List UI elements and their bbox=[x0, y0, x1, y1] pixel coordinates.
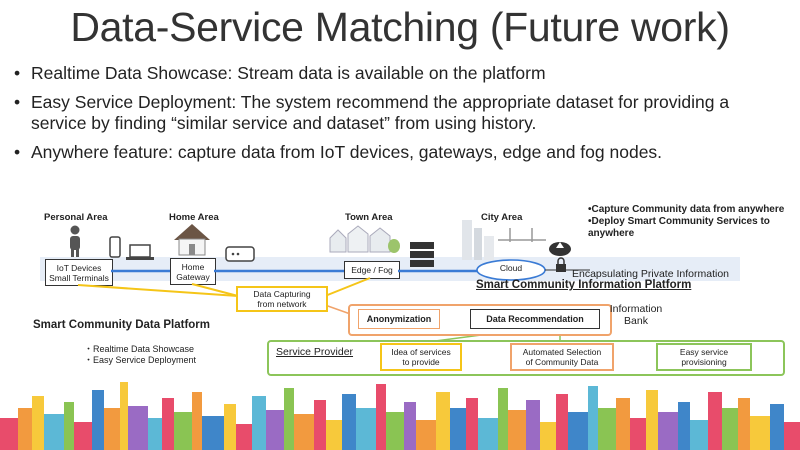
idea-of-services-box: Idea of services to provide bbox=[380, 343, 462, 371]
bullet-text: Easy Service Deployment: The system reco… bbox=[31, 92, 730, 133]
information-bank-label-1: Information bbox=[609, 303, 663, 315]
information-bank-label: Information Bank bbox=[606, 303, 666, 327]
edge-fog-label: Edge / Fog bbox=[351, 265, 393, 275]
automated-label-1: Automated Selection bbox=[522, 347, 602, 357]
bullet-list: • Realtime Data Showcase: Stream data is… bbox=[14, 63, 789, 171]
area-label-city: City Area bbox=[481, 212, 523, 223]
skyline-decoration bbox=[0, 382, 800, 450]
platform-features: ・Realtime Data Showcase ・Easy Service De… bbox=[84, 344, 196, 366]
information-bank-label-2: Bank bbox=[624, 315, 648, 327]
laptop-icon bbox=[126, 244, 154, 260]
idea-label-2: to provide bbox=[402, 357, 440, 367]
home-gateway-label-2: Gateway bbox=[176, 271, 210, 282]
bullet-text: Anywhere feature: capture data from IoT … bbox=[31, 142, 663, 162]
router-icon bbox=[225, 246, 255, 262]
lock-icon bbox=[556, 257, 566, 272]
bullet-dot: • bbox=[14, 142, 21, 162]
feature-realtime: ・Realtime Data Showcase bbox=[84, 344, 195, 354]
scd-platform-label: Smart Community Data Platform bbox=[33, 319, 211, 331]
area-label-home: Home Area bbox=[169, 212, 219, 223]
automated-selection-box: Automated Selection of Community Data bbox=[510, 343, 614, 371]
data-capturing-label-2: from network bbox=[257, 299, 307, 309]
encapsulating-label: Encapsulating Private Information bbox=[572, 268, 730, 280]
city-skyline-icon bbox=[462, 220, 546, 260]
service-provider-label: Service Provider bbox=[276, 346, 354, 358]
home-gateway-label-1: Home bbox=[181, 261, 205, 272]
data-recommendation-box: Data Recommendation bbox=[470, 309, 600, 329]
slide-title: Data-Service Matching (Future work) bbox=[70, 4, 730, 50]
area-label-personal: Personal Area bbox=[44, 212, 108, 223]
edge-fog-box: Edge / Fog bbox=[344, 261, 400, 279]
small-terminals-label: Small Terminals bbox=[49, 272, 109, 283]
data-recommendation-label: Data Recommendation bbox=[486, 314, 584, 324]
bullet-text: Realtime Data Showcase: Stream data is a… bbox=[31, 63, 546, 83]
iot-devices-label: IoT Devices bbox=[56, 262, 102, 273]
easy-label-2: provisioning bbox=[681, 357, 727, 367]
bullet-realtime: • Realtime Data Showcase: Stream data is… bbox=[14, 63, 789, 84]
idea-label-1: Idea of services bbox=[391, 347, 451, 357]
automated-label-2: of Community Data bbox=[525, 357, 599, 367]
capture-note-1: •Capture Community data from anywhere bbox=[588, 204, 785, 215]
data-capturing-box: Data Capturing from network bbox=[236, 286, 328, 312]
feature-easy-deployment: ・Easy Service Deployment bbox=[84, 355, 197, 365]
capture-notes: •Capture Community data from anywhere •D… bbox=[588, 204, 788, 240]
anonymization-label: Anonymization bbox=[366, 314, 432, 324]
easy-label-1: Easy service bbox=[679, 347, 729, 357]
house-icon bbox=[174, 224, 210, 256]
data-capturing-label-1: Data Capturing bbox=[253, 289, 311, 299]
sci-platform-label: Smart Community Information Platform bbox=[476, 279, 692, 291]
bullet-anywhere: • Anywhere feature: capture data from Io… bbox=[14, 142, 789, 163]
person-icon bbox=[70, 225, 80, 257]
capture-note-2: •Deploy Smart Community Services to anyw… bbox=[588, 216, 770, 239]
cloud-label: Cloud bbox=[499, 263, 523, 273]
cloud-upload-icon bbox=[549, 242, 571, 256]
anonymization-box: Anonymization bbox=[358, 309, 440, 329]
bullet-dot: • bbox=[14, 92, 21, 112]
area-label-town: Town Area bbox=[345, 212, 393, 223]
smartphone-icon bbox=[109, 236, 121, 258]
bullet-dot: • bbox=[14, 63, 21, 83]
easy-provisioning-box: Easy service provisioning bbox=[656, 343, 752, 371]
server-rack-icon bbox=[410, 242, 434, 267]
bullet-easy-deployment: • Easy Service Deployment: The system re… bbox=[14, 92, 789, 134]
town-buildings-icon bbox=[329, 225, 400, 253]
